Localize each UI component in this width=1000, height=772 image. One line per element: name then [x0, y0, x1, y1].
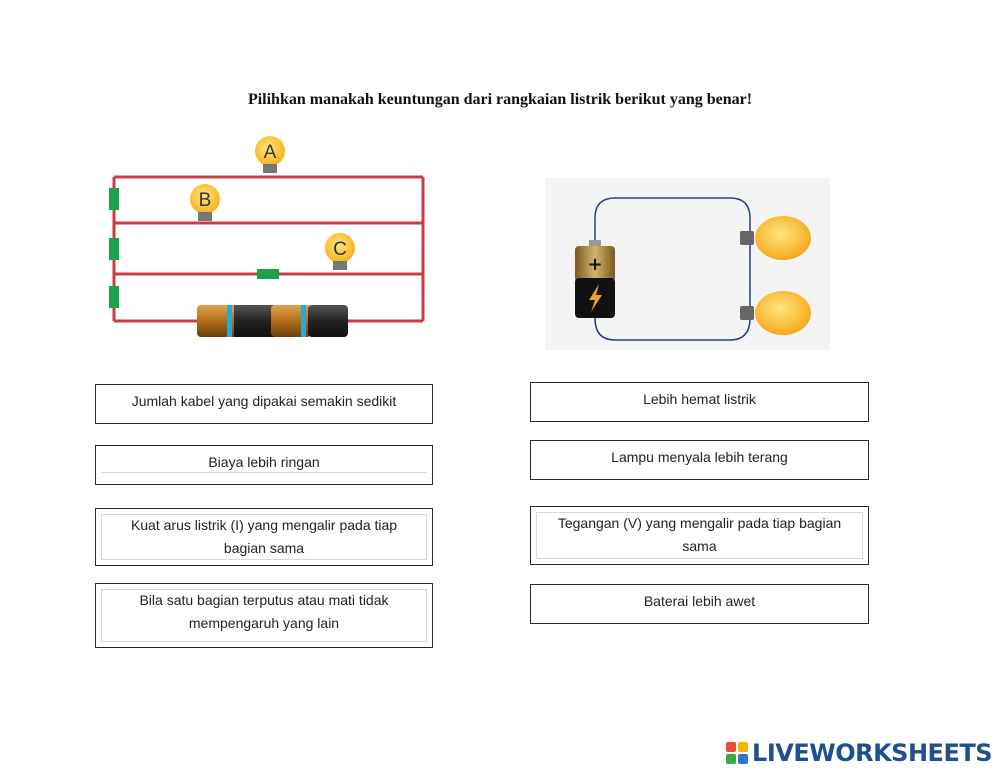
answer-option[interactable]: Lebih hemat listrik — [530, 382, 869, 422]
bulb-c-icon: C — [325, 233, 355, 270]
answer-option[interactable]: Bila satu bagian terputus atau mati tida… — [95, 583, 433, 648]
svg-text:C: C — [333, 239, 347, 260]
series-circuit-image: + — [545, 178, 830, 350]
answer-option-label: Baterai lebih awet — [643, 593, 756, 609]
light-bulb-icon — [740, 291, 811, 335]
answer-option[interactable]: Jumlah kabel yang dipakai semakin sediki… — [95, 384, 433, 424]
bulb-a-icon: A — [255, 136, 285, 173]
svg-text:A: A — [264, 142, 277, 163]
answer-option[interactable]: Tegangan (V) yang mengalir pada tiap bag… — [530, 506, 869, 565]
liveworksheets-brand[interactable]: LIVEWORKSHEETS — [726, 738, 992, 768]
bulb-b-icon: B — [190, 184, 220, 221]
light-bulb-icon — [740, 216, 811, 260]
question-title: Pilihkan manakah keuntungan dari rangkai… — [247, 91, 753, 108]
brand-name: LIVEWORKSHEETS — [752, 739, 992, 767]
liveworksheets-logo-icon — [726, 742, 749, 764]
svg-text:+: + — [587, 254, 602, 275]
answer-option[interactable]: Baterai lebih awet — [530, 584, 869, 624]
answer-option-label: Lebih hemat listrik — [643, 391, 756, 407]
answer-option-label: Biaya lebih ringan — [208, 454, 320, 470]
answer-option-label: Lampu menyala lebih terang — [611, 449, 788, 465]
answer-option[interactable]: Lampu menyala lebih terang — [530, 440, 869, 480]
answer-option-label: Kuat arus listrik (I) yang mengalir pada… — [130, 517, 398, 556]
answer-option[interactable]: Kuat arus listrik (I) yang mengalir pada… — [95, 508, 433, 566]
svg-text:B: B — [199, 190, 212, 211]
answer-option-label: Tegangan (V) yang mengalir pada tiap bag… — [557, 515, 842, 554]
battery-icon: + — [575, 240, 615, 318]
answer-option[interactable]: Biaya lebih ringan — [95, 445, 433, 485]
parallel-circuit-image: A B C — [109, 136, 425, 338]
answer-option-label: Jumlah kabel yang dipakai semakin sediki… — [131, 393, 397, 409]
answer-option-label: Bila satu bagian terputus atau mati tida… — [139, 592, 389, 631]
